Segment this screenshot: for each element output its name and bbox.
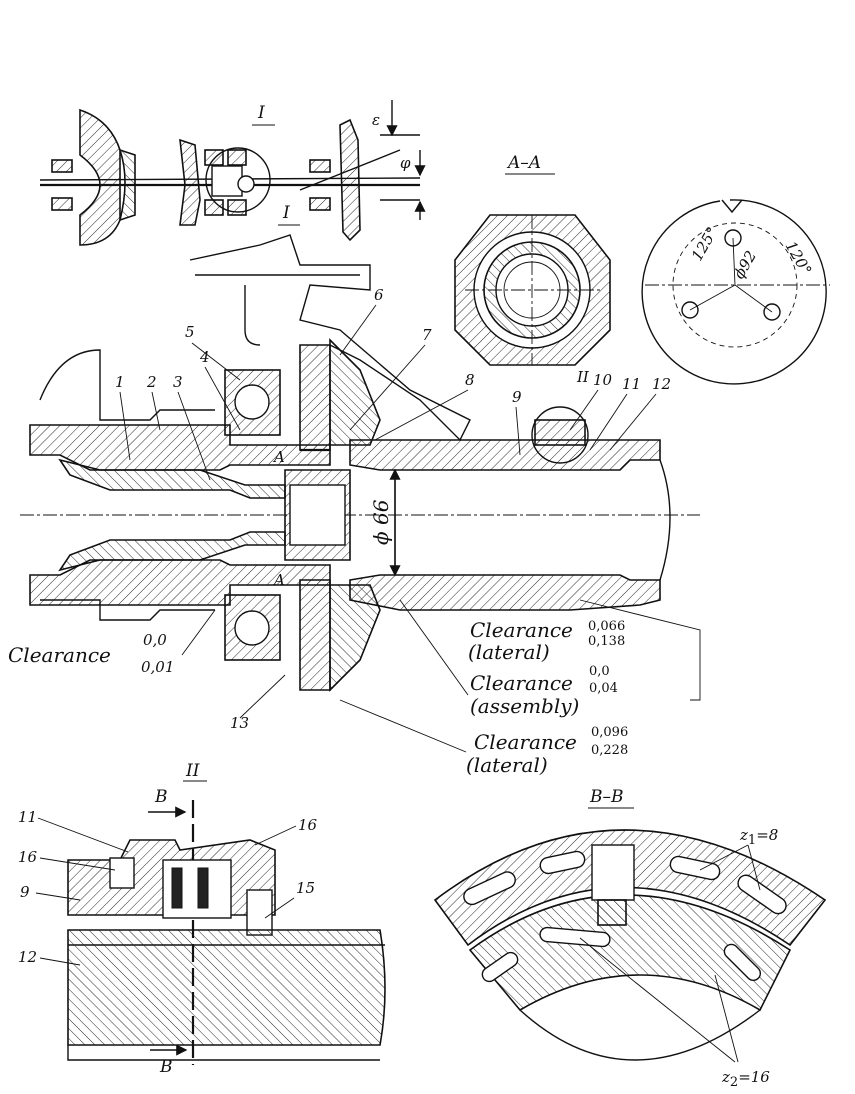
detail-II-part-15: 15 [296, 879, 315, 897]
detail-I-main-label: I [282, 203, 290, 223]
main-section: ϕ 66 A A I II 1 2 3 4 5 6 7 8 9 10 11 12… [8, 203, 701, 777]
schematic-overview: ε φ I [39, 100, 426, 246]
detail-II-part-16-right: 16 [298, 816, 318, 834]
section-AA: A–A [454, 153, 611, 366]
epsilon-label: ε [372, 111, 380, 129]
clearance-left-lower: 0,01 [141, 658, 174, 676]
part-1: 1 [115, 373, 125, 391]
detail-II-title: II [185, 761, 200, 781]
clearance-left-label: Clearance [8, 643, 111, 667]
cut-A-lower: A [272, 571, 285, 589]
clearance-lateral-1: Clearance (lateral) 0,066 0,138 [468, 599, 701, 701]
cut-B-lower: B [159, 1057, 173, 1077]
clearance-lateral-1-note: (lateral) [468, 640, 550, 664]
clearance-lateral-2-lower: 0,228 [591, 743, 628, 758]
clearance-assembly-note: (assembly) [470, 694, 579, 718]
clearance-left-upper: 0,0 [143, 631, 167, 649]
clearance-lateral-1-upper: 0,066 [588, 619, 625, 634]
clearance-lateral-1-lower: 0,138 [588, 634, 625, 649]
detail-II-part-12: 12 [18, 948, 37, 966]
clearance-assembly: Clearance (assembly) 0,0 0,04 [399, 599, 618, 718]
part-4: 4 [199, 348, 210, 366]
clearance-assembly-upper: 0,0 [589, 664, 610, 679]
clearance-lateral-2-upper: 0,096 [591, 725, 628, 740]
part-7: 7 [422, 326, 432, 344]
leader-lines [119, 304, 657, 719]
angle-120-label: 120° [782, 238, 816, 278]
part-number-labels: 1 2 3 4 5 6 7 8 9 10 11 12 13 [115, 286, 671, 732]
part-12: 12 [652, 375, 671, 393]
part-13: 13 [230, 714, 249, 732]
cut-B-upper: B [154, 787, 168, 807]
cut-A-upper: A [272, 448, 285, 466]
clearance-assembly-lower: 0,04 [589, 681, 618, 696]
clearance-lateral-2: Clearance (lateral) 0,096 0,228 [339, 699, 628, 777]
detail-II-view: II B B 11 16 16 9 15 12 [18, 761, 386, 1077]
part-8: 8 [465, 371, 475, 389]
part-5: 5 [185, 323, 195, 341]
part-2: 2 [146, 373, 157, 391]
detail-II-part-11: 11 [18, 808, 37, 826]
clearance-assembly-label: Clearance [470, 671, 573, 695]
part-11: 11 [622, 375, 641, 393]
teeth-z2: z2=16 [721, 1068, 770, 1090]
angle-125-label: 125° [688, 224, 722, 264]
part-6: 6 [374, 286, 384, 304]
part-10: 10 [593, 371, 613, 389]
clearance-lateral-2-note: (lateral) [466, 753, 548, 777]
detail-II-part-16-left: 16 [18, 848, 38, 866]
diameter-66-label: ϕ 66 [369, 499, 393, 545]
flange-disk: 125° 120° ϕ92 [641, 199, 830, 385]
detail-II-part-9: 9 [20, 883, 30, 901]
section-BB-title: B–B [589, 787, 624, 807]
part-3: 3 [173, 373, 183, 391]
section-AA-title: A–A [506, 153, 541, 173]
clearance-lateral-2-label: Clearance [474, 730, 577, 754]
detail-II-main-label: II [576, 368, 590, 386]
detail-I-top-label: I [257, 103, 265, 123]
phi-label: φ [400, 154, 411, 172]
section-BB: B–B z1=8 z2=16 [433, 787, 827, 1090]
part-9: 9 [512, 388, 522, 406]
clearance-left: Clearance 0,0 0,01 [8, 609, 216, 676]
teeth-z1: z1=8 [739, 826, 778, 848]
clearance-lateral-1-label: Clearance [470, 618, 573, 642]
